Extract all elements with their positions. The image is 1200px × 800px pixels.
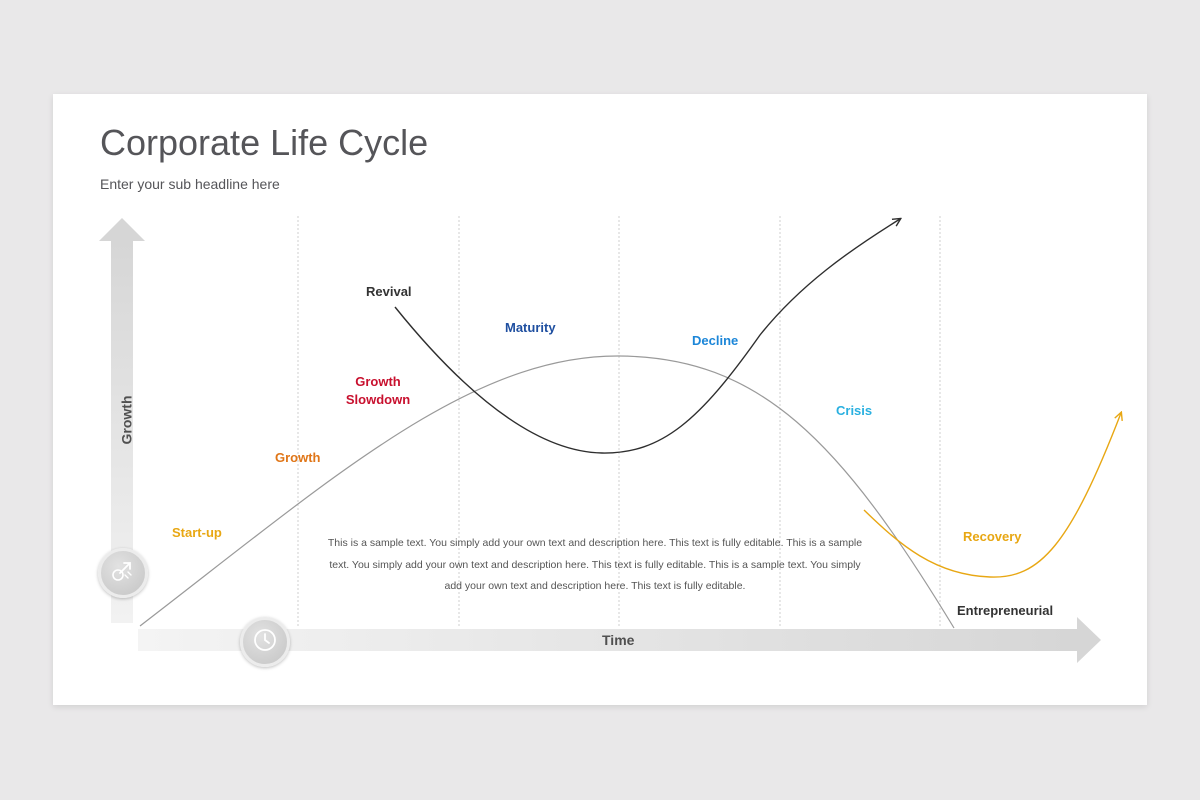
- stage-label-entrepreneurial: Entrepreneurial: [957, 603, 1054, 618]
- stage-label-recovery: Recovery: [963, 529, 1022, 544]
- clock-icon: [251, 626, 279, 659]
- y-axis-arrow: [99, 218, 145, 623]
- x-axis-label: Time: [602, 632, 635, 648]
- stage-label-crisis: Crisis: [836, 403, 873, 418]
- main-life-cycle-curve: [139, 355, 955, 629]
- stage-label-revival: Revival: [366, 284, 412, 299]
- growth-badge: [98, 548, 148, 598]
- stage-label-startup: Start-up: [172, 525, 222, 540]
- description-text: This is a sample text. You simply add yo…: [327, 537, 863, 592]
- slide-canvas: [53, 94, 1147, 705]
- stage-label-maturity: Maturity: [505, 320, 556, 335]
- revival-curve: [394, 219, 900, 454]
- slide-subtitle: Enter your sub headline here: [100, 176, 280, 192]
- recovery-curve: [863, 413, 1121, 578]
- gridlines: [297, 216, 941, 628]
- stage-label-decline: Decline: [692, 333, 739, 348]
- stage-label-growth: Growth: [275, 450, 321, 465]
- slide-title: Corporate Life Cycle: [100, 122, 429, 163]
- rocket-growth-icon: [109, 557, 137, 590]
- stage-label-growth-slowdown: Growth Slowdown: [345, 374, 411, 407]
- x-axis-arrow: [138, 617, 1101, 663]
- y-axis-label: Growth: [118, 395, 135, 445]
- time-badge: [240, 617, 290, 667]
